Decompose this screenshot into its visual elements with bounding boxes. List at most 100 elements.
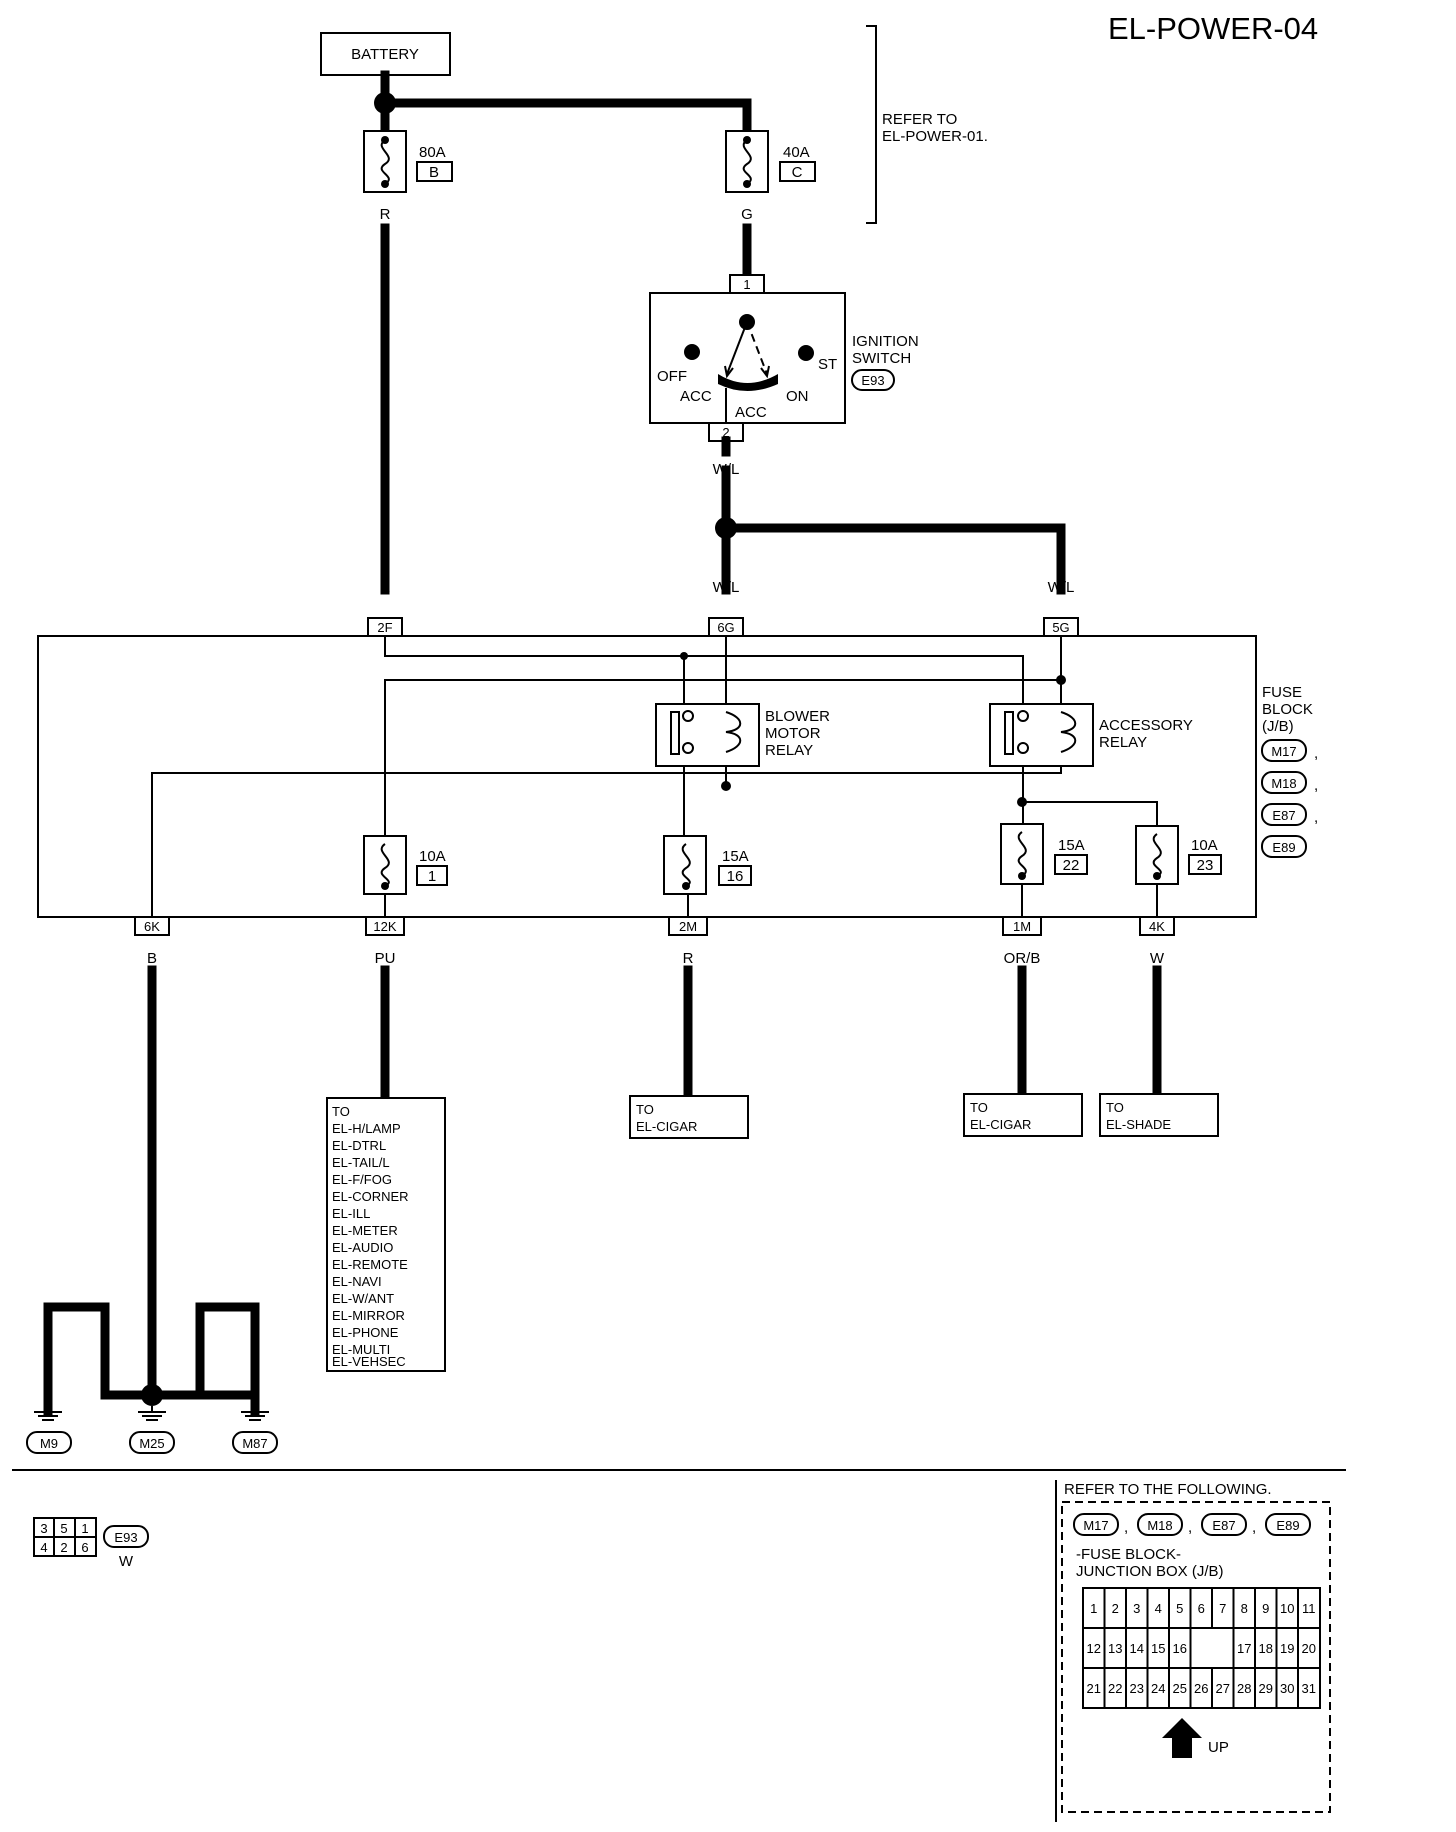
svg-text:EL-CORNER: EL-CORNER [332, 1189, 409, 1204]
blower-relay-line2: MOTOR [765, 725, 821, 742]
blower-relay-line1: BLOWER [765, 708, 830, 725]
up-arrow-icon [1162, 1718, 1202, 1758]
fuse-block-connector-m18: M18 [1271, 776, 1296, 791]
svg-text:EL-AUDIO: EL-AUDIO [332, 1240, 393, 1255]
fuse-15a-22-amp: 15A [1058, 837, 1085, 854]
pin-grid-cell: 12 [1087, 1641, 1101, 1656]
fuse-block-label-line2: BLOCK [1262, 701, 1313, 718]
wire-color-6k: B [147, 950, 157, 967]
internal-wiring [151, 636, 1158, 917]
pin-grid-cell: 17 [1237, 1641, 1251, 1656]
pin-grid-cell: 3 [1133, 1601, 1140, 1616]
junction-box-pin-grid [1082, 1587, 1321, 1709]
svg-text:EL-ILL: EL-ILL [332, 1206, 370, 1221]
pin-12k: 12K [373, 919, 396, 934]
svg-text:EL-METER: EL-METER [332, 1223, 398, 1238]
svg-text:EL-TAIL/L: EL-TAIL/L [332, 1155, 390, 1170]
dest-cigar-1-box [629, 1095, 749, 1139]
fusible-link-80a: 80A B [363, 130, 453, 193]
pin-grid-cell: 27 [1216, 1681, 1230, 1696]
pin-grid-cell: 31 [1302, 1681, 1316, 1696]
accessory-relay-line1: ACCESSORY [1099, 717, 1193, 734]
fusible-link-80a-amp: 80A [419, 144, 446, 161]
pin-2m: 2M [679, 919, 697, 934]
wire-color-r-top: R [380, 206, 391, 223]
pin-grid-cell: 2 [1112, 1601, 1119, 1616]
svg-text:6: 6 [81, 1540, 88, 1555]
pin-grid-cell: 13 [1108, 1641, 1122, 1656]
pin-grid-cell: 23 [1130, 1681, 1144, 1696]
ignition-connector: E93 [861, 373, 884, 388]
dest-shade-line1: TO [1106, 1100, 1124, 1115]
wire-color-wl-1: W/L [713, 461, 740, 478]
e93-connector-color: W [119, 1553, 134, 1570]
svg-text:1: 1 [81, 1521, 88, 1536]
pin-grid-cell: 16 [1173, 1641, 1187, 1656]
pin-grid-cell: 7 [1219, 1601, 1226, 1616]
pin-grid-cell: 21 [1087, 1681, 1101, 1696]
svg-text:EL-W/ANT: EL-W/ANT [332, 1291, 394, 1306]
pin-grid-cell: 28 [1237, 1681, 1251, 1696]
pin-6k: 6K [144, 919, 160, 934]
pin-grid-cell: 20 [1302, 1641, 1316, 1656]
dest-cigar-2-line2: EL-CIGAR [970, 1117, 1031, 1132]
wire-color-2m: R [683, 950, 694, 967]
svg-text:4: 4 [40, 1540, 47, 1555]
pin-grid-cell: 29 [1259, 1681, 1273, 1696]
fuse-15a-22: 15A 22 [1000, 823, 1088, 885]
ignition-splice [715, 517, 737, 539]
refer-box-dashed [1061, 1501, 1331, 1813]
fuse-block-label-line1: FUSE [1262, 684, 1302, 701]
ground-splice [141, 1384, 163, 1406]
fuse-block-connector-m17: M17 [1271, 744, 1296, 759]
svg-text:,: , [1314, 745, 1318, 762]
e93-connector-face: 3 5 1 4 2 6 [33, 1517, 97, 1557]
pin-grid-cell: 9 [1262, 1601, 1269, 1616]
accessory-relay [989, 703, 1094, 767]
pin-grid-cell: 22 [1108, 1681, 1122, 1696]
fuse-15a-22-num: 22 [1063, 857, 1080, 874]
fuse-block-connector-e89: E89 [1272, 840, 1295, 855]
ignition-pin-1: 1 [743, 277, 750, 292]
dest-shade-line2: EL-SHADE [1106, 1117, 1171, 1132]
ground-m9: M9 [40, 1436, 58, 1451]
pin-grid-cell: 8 [1241, 1601, 1248, 1616]
page-title: EL-POWER-04 [1108, 11, 1318, 46]
dest-cigar-1-line2: EL-CIGAR [636, 1119, 697, 1134]
pin-grid-cell: 19 [1280, 1641, 1294, 1656]
svg-text:3: 3 [40, 1521, 47, 1536]
pin-grid-cell: 24 [1151, 1681, 1165, 1696]
refer-box-connector-m18: M18 [1147, 1518, 1172, 1533]
svg-text:EL-DTRL: EL-DTRL [332, 1138, 386, 1153]
ignition-pos-st: ST [818, 356, 837, 373]
accessory-relay-line2: RELAY [1099, 734, 1147, 751]
pin-2f: 2F [377, 620, 392, 635]
ignition-title-line2: SWITCH [852, 350, 911, 367]
ignition-switch: 1 OFF ACC ACC ON ST 2 [649, 274, 846, 457]
dest-cigar-1-line1: TO [636, 1102, 654, 1117]
ground-m25: M25 [139, 1436, 164, 1451]
pin-grid-cell: 30 [1280, 1681, 1294, 1696]
fusible-link-40a-code: C [792, 164, 803, 181]
fuse-10a-1-num: 1 [428, 868, 436, 885]
svg-text:EL-F/FOG: EL-F/FOG [332, 1172, 392, 1187]
dest-cigar-2-box [963, 1093, 1083, 1137]
wire-color-4k: W [1150, 950, 1165, 967]
svg-text:,: , [1124, 1519, 1128, 1536]
fusible-link-40a: 40A C [725, 130, 816, 193]
fusible-link-40a-amp: 40A [783, 144, 810, 161]
up-arrow-label: UP [1208, 1739, 1229, 1756]
e93-connector-name: E93 [114, 1530, 137, 1545]
ground-m87: M87 [242, 1436, 267, 1451]
svg-text:,: , [1252, 1519, 1256, 1536]
fuse-block-outline [37, 635, 1257, 918]
blower-motor-relay [655, 703, 760, 767]
fuse-15a-16-num: 16 [727, 868, 744, 885]
dest-shade-box [1099, 1093, 1219, 1137]
pin-grid-cell: 10 [1280, 1601, 1294, 1616]
svg-text:TO: TO [332, 1104, 350, 1119]
ground-wire-b-3: B [147, 1354, 157, 1371]
fuse-15a-16: 15A 16 [663, 835, 752, 895]
